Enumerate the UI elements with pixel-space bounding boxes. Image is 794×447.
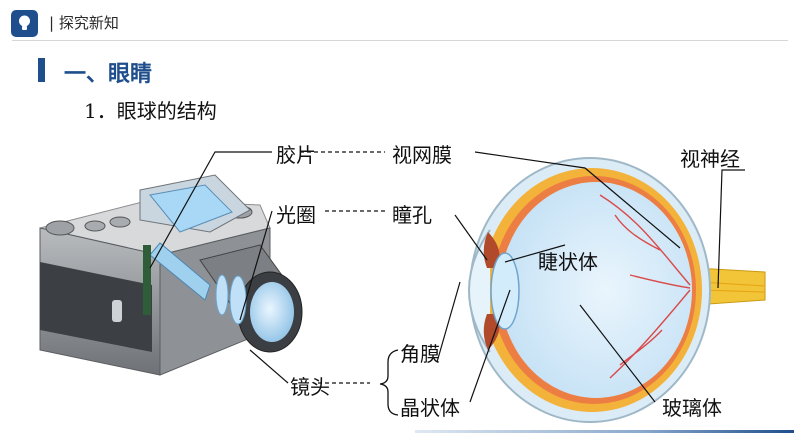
section-title: 一、眼睛 [64, 62, 153, 87]
label-retina: 视网膜 [392, 143, 452, 167]
brace-symbol [379, 349, 399, 416]
label-aperture: 光圈 [276, 203, 316, 227]
label-film: 胶片 [276, 143, 316, 167]
header-title: | 探究新知 [49, 14, 119, 32]
label-lens-camera: 镜头 [290, 375, 330, 399]
label-optic-nerve: 视神经 [680, 147, 740, 171]
label-cornea: 角膜 [400, 342, 440, 366]
label-vitreous-body: 玻璃体 [662, 396, 722, 420]
label-pupil: 瞳孔 [392, 203, 432, 227]
section-marker [38, 58, 45, 82]
camera-leader-lines [149, 151, 385, 384]
header-bar: | 探究新知 [0, 0, 794, 46]
subsection-title: 1．眼球的结构 [84, 99, 217, 123]
eye-illustration [468, 157, 766, 423]
lightbulb-icon [11, 10, 38, 37]
header-divider [12, 40, 788, 41]
label-ciliary-body: 睫状体 [538, 250, 598, 274]
camera-illustration [39, 174, 303, 376]
eye-leader-lines [436, 151, 745, 403]
footer-accent-line [415, 430, 794, 433]
label-crystalline-lens: 晶状体 [400, 396, 460, 420]
